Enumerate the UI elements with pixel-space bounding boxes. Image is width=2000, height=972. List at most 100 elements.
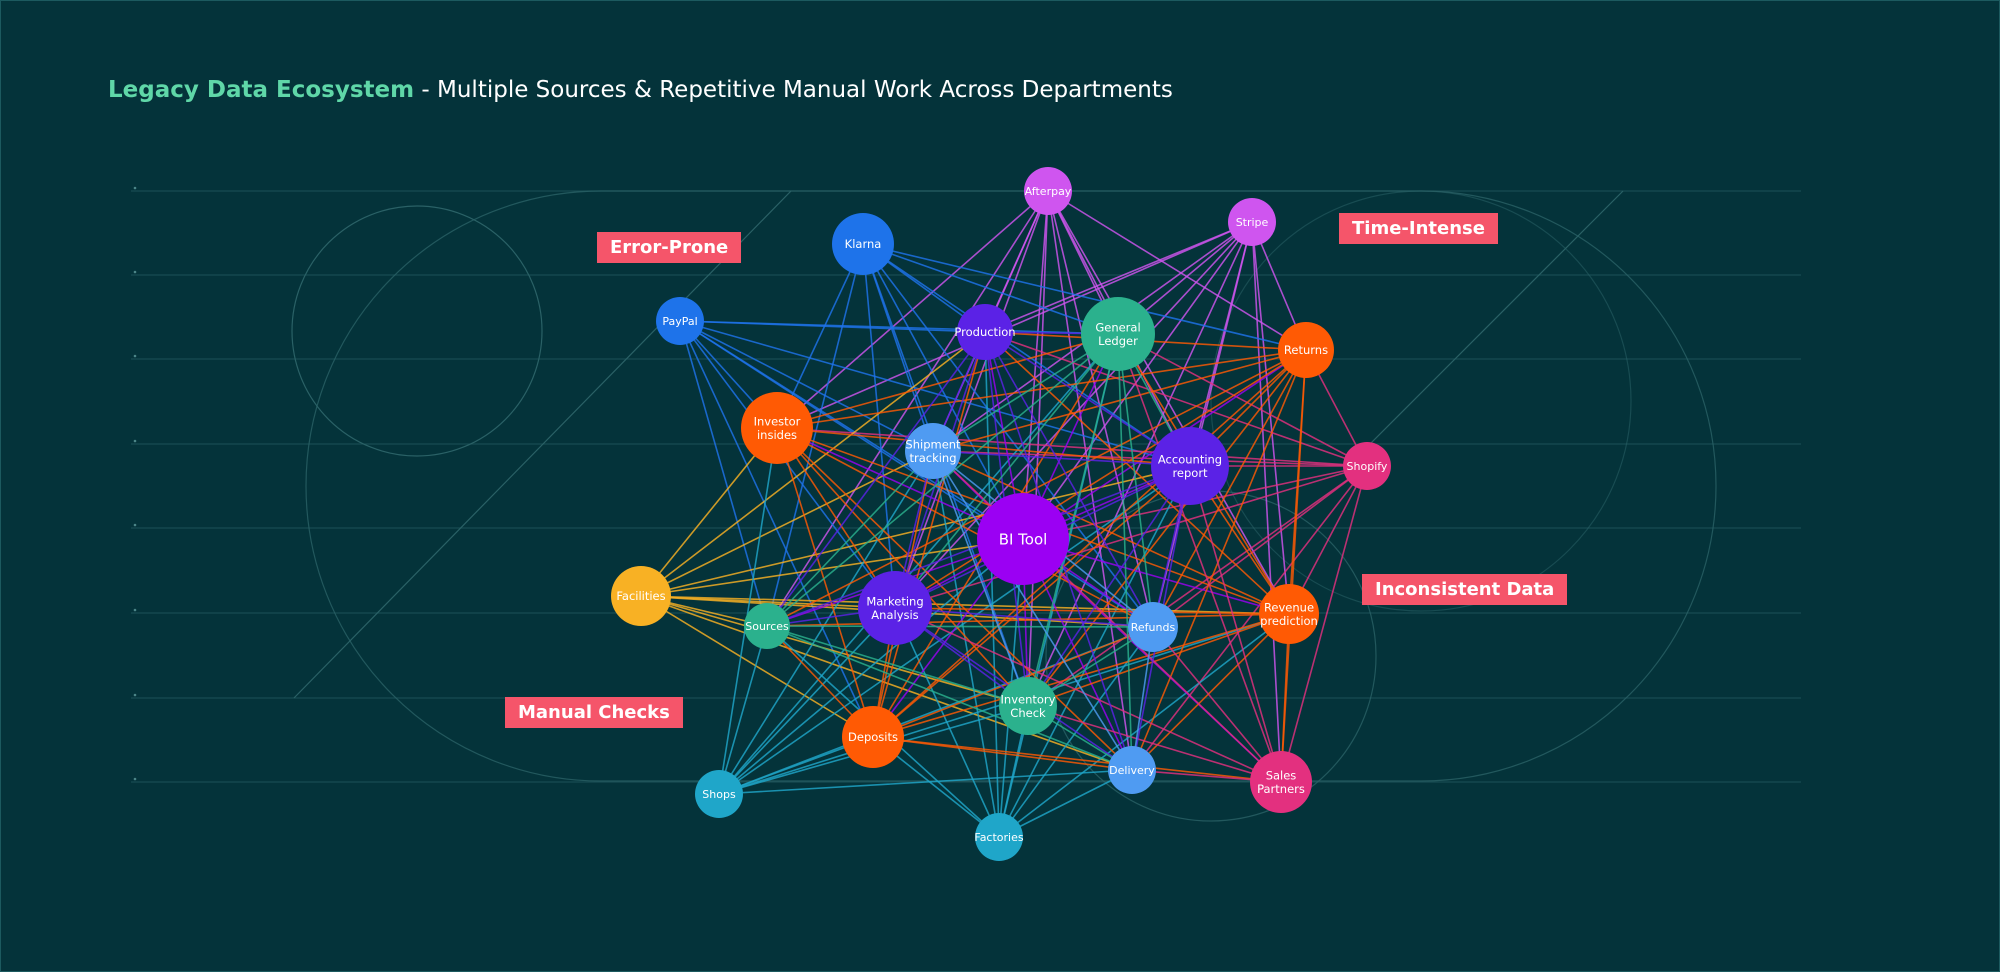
node-shopify-circle	[1343, 442, 1391, 490]
node-afterpay-label: Afterpay	[1025, 185, 1072, 198]
node-returns-circle	[1278, 322, 1334, 378]
node-refunds-label: Refunds	[1131, 621, 1176, 634]
edge-investor-insides-accounting-report	[776, 427, 1191, 467]
node-deposits[interactable]: Deposits	[842, 706, 904, 768]
edge-stripe-investor-insides	[776, 221, 1253, 429]
edge-revenue-prediction-deposits	[872, 613, 1290, 738]
edge-bi-tool-revenue-prediction	[1022, 538, 1290, 615]
title-rest: - Multiple Sources & Repetitive Manual W…	[414, 77, 1173, 103]
node-returns-label: Returns	[1284, 343, 1328, 357]
node-shopify[interactable]: Shopify	[1343, 442, 1391, 490]
edge-sources-refunds	[766, 625, 1154, 628]
node-klarna[interactable]: Klarna	[832, 213, 894, 275]
node-shops[interactable]: Shops	[695, 770, 743, 818]
edge-paypal-sources	[679, 320, 768, 627]
edge-facilities-inventory-check	[640, 595, 1029, 707]
edge-shipment-tracking-inventory-check	[932, 450, 1029, 707]
tag-inconsistent-data: Inconsistent Data	[1362, 574, 1568, 605]
edge-deposits-sales-partners	[872, 736, 1282, 783]
node-general-ledger-circle	[1081, 297, 1155, 371]
node-bi-tool[interactable]: BI Tool	[977, 493, 1069, 585]
edge-accounting-report-shipment-tracking	[932, 450, 1191, 467]
edge-sales-partners-refunds	[1152, 626, 1282, 783]
edge-shopify-investor-insides	[776, 427, 1368, 467]
node-factories[interactable]: Factories	[974, 813, 1024, 861]
edge-shops-investor-insides	[718, 427, 778, 795]
edge-accounting-report-inventory-check	[1027, 465, 1191, 707]
node-refunds[interactable]: Refunds	[1128, 602, 1178, 652]
node-afterpay[interactable]: Afterpay	[1024, 167, 1072, 215]
edge-investor-insides-general-ledger	[776, 333, 1119, 429]
edge-stripe-sales-partners	[1251, 221, 1282, 783]
edge-returns-deposits	[872, 349, 1307, 738]
node-accounting-report-circle	[1151, 427, 1229, 505]
node-stripe[interactable]: Stripe	[1228, 198, 1276, 246]
edge-facilities-investor-insides	[640, 427, 778, 597]
edge-general-ledger-delivery	[1117, 333, 1133, 771]
edge-shops-sources	[718, 625, 768, 795]
edge-revenue-prediction-sources	[766, 613, 1290, 627]
edge-klarna-bi-tool	[862, 243, 1024, 540]
edge-facilities-bi-tool	[640, 538, 1024, 597]
node-delivery-label: Delivery	[1109, 764, 1155, 777]
node-facilities-circle	[611, 566, 671, 626]
node-production-circle	[957, 304, 1013, 360]
node-sales-partners-circle	[1250, 751, 1312, 813]
edge-sources-inventory-check	[766, 625, 1029, 707]
edge-shopify-shipment-tracking	[932, 450, 1368, 467]
edge-stripe-revenue-prediction	[1251, 221, 1290, 615]
node-delivery-circle	[1108, 746, 1156, 794]
edge-klarna-marketing-analysis	[862, 243, 896, 609]
edge-paypal-general-ledger	[679, 320, 1119, 335]
node-revenue-prediction-circle	[1259, 584, 1319, 644]
edge-investor-insides-deposits	[776, 427, 874, 738]
node-stripe-label: Stripe	[1236, 216, 1269, 229]
edge-shopify-inventory-check	[1027, 465, 1368, 707]
edge-deposits-accounting-report	[872, 465, 1191, 738]
edge-shopify-refunds	[1152, 465, 1368, 628]
edge-shopify-general-ledger	[1117, 333, 1368, 467]
node-investor-insides-circle	[741, 392, 813, 464]
edge-sources-delivery	[766, 625, 1133, 771]
node-sources-circle	[744, 603, 790, 649]
edge-afterpay-returns	[1047, 190, 1307, 351]
edge-sales-partners-inventory-check	[1027, 705, 1282, 783]
node-delivery[interactable]: Delivery	[1108, 746, 1156, 794]
edge-shopify-marketing-analysis	[894, 465, 1368, 609]
edge-returns-refunds	[1152, 349, 1307, 628]
node-paypal-label: PayPal	[662, 315, 697, 328]
node-returns[interactable]: Returns	[1278, 322, 1334, 378]
node-paypal[interactable]: PayPal	[656, 297, 704, 345]
node-sources-label: Sources	[745, 620, 789, 633]
node-facilities[interactable]: Facilities	[611, 566, 671, 626]
node-sources[interactable]: Sources	[744, 603, 790, 649]
tag-error-prone: Error-Prone	[597, 232, 742, 263]
edge-klarna-refunds	[862, 243, 1154, 628]
node-production[interactable]: Production	[954, 304, 1016, 360]
node-shops-label: Shops	[702, 788, 736, 801]
edge-factories-shipment-tracking	[932, 450, 1000, 838]
title-highlight: Legacy Data Ecosystem	[108, 77, 415, 103]
edge-investor-insides-delivery	[776, 427, 1133, 771]
edge-paypal-refunds	[679, 320, 1154, 628]
edge-production-refunds	[984, 331, 1154, 628]
edge-factories-accounting-report	[998, 465, 1191, 838]
edge-sales-partners-accounting-report	[1189, 465, 1282, 783]
node-paypal-circle	[656, 297, 704, 345]
node-stripe-circle	[1228, 198, 1276, 246]
